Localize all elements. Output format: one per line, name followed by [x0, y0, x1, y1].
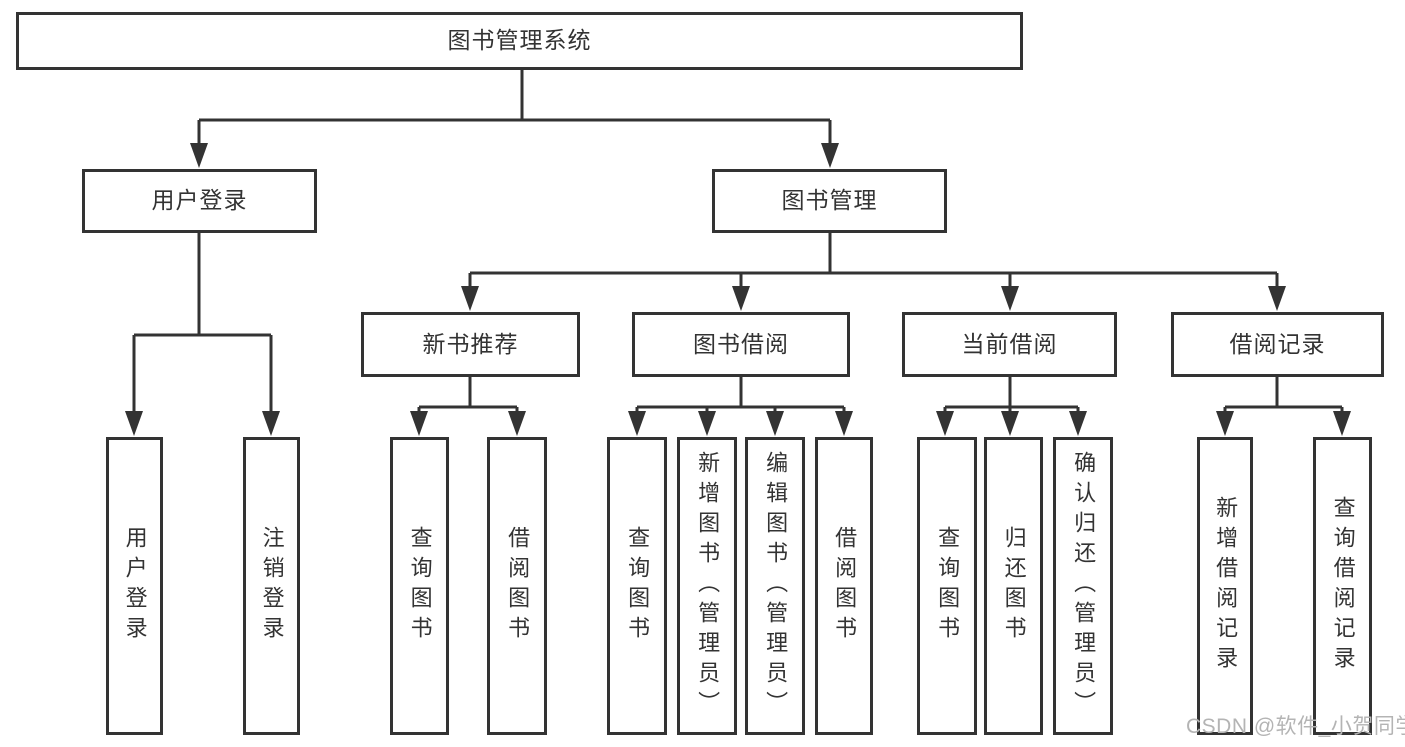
node-user-login: 用户登录: [82, 169, 317, 233]
node-recommend-borrow-book: 借阅图书: [487, 437, 547, 735]
node-book-management: 图书管理: [712, 169, 947, 233]
node-recommend-query-book: 查询图书: [390, 437, 449, 735]
node-borrow-edit-book-admin: 编辑图书（管理员）: [745, 437, 805, 735]
node-borrow-borrow-book: 借阅图书: [815, 437, 873, 735]
node-current-query-book: 查询图书: [917, 437, 977, 735]
node-records-query-record: 查询借阅记录: [1313, 437, 1372, 735]
watermark: CSDN @软件_小贺同学: [1186, 715, 1405, 738]
node-current-borrowing: 当前借阅: [902, 312, 1117, 377]
node-borrow-query-book: 查询图书: [607, 437, 667, 735]
node-user-login-action: 用户登录: [106, 437, 163, 735]
node-current-return-book: 归还图书: [984, 437, 1043, 735]
node-current-confirm-return-admin: 确认归还（管理员）: [1053, 437, 1113, 735]
node-logout-action: 注销登录: [243, 437, 300, 735]
node-borrowing-records: 借阅记录: [1171, 312, 1384, 377]
node-library-management-system: 图书管理系统: [16, 12, 1023, 70]
node-records-add-record: 新增借阅记录: [1197, 437, 1253, 735]
node-new-book-recommendation: 新书推荐: [361, 312, 580, 377]
node-borrow-add-book-admin: 新增图书（管理员）: [677, 437, 737, 735]
node-book-borrowing: 图书借阅: [632, 312, 850, 377]
